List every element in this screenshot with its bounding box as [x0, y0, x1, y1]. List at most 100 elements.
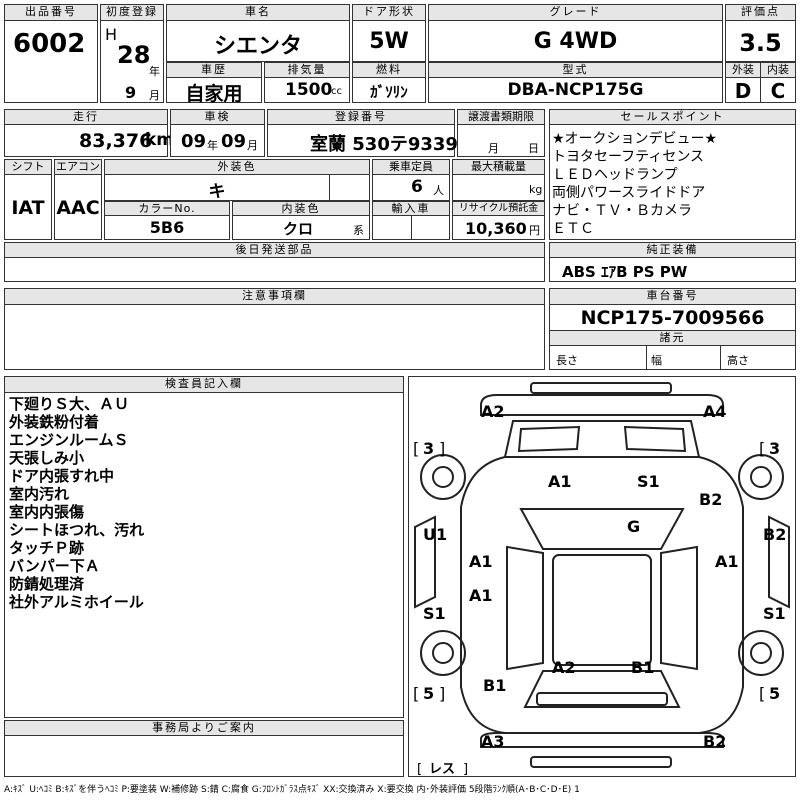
svg-text:[: [ [413, 684, 419, 703]
equipment-label: 純正装備 [549, 242, 796, 258]
length-box: 長さ [549, 345, 647, 370]
inspector-line: 社外アルミホイール [9, 593, 144, 611]
transfer-box: 月 日 [457, 124, 545, 157]
capacity-label: 乗車定員 [372, 159, 450, 175]
sales-point: ＬＥＤヘッドランプ [552, 167, 678, 183]
model: DBA-NCP175G [507, 80, 644, 100]
insp-month: 09 [221, 131, 247, 152]
fuel-box: ｶﾞｿﾘﾝ [352, 77, 426, 103]
rear-lamp-bar [536, 692, 668, 706]
right-front-door [768, 515, 790, 609]
insp-year-unit: 年 [207, 139, 218, 152]
lot-no-label: 出品番号 [4, 4, 98, 21]
history-box: 自家用 [166, 77, 262, 105]
inspector-line: シートほつれ、汚れ [9, 521, 145, 539]
front-bumper-bar [530, 382, 672, 394]
transfer-label: 譲渡書類期限 [457, 109, 545, 125]
sales-points-label: セールスポイント [549, 109, 796, 125]
right-headlight [623, 425, 687, 453]
front-left-wheel [420, 454, 466, 500]
mark-b2-r: B2 [699, 490, 722, 509]
sales-point: 両側パワースライドドア [552, 185, 706, 201]
inspector-line: 防錆処理済 [9, 575, 85, 593]
ext-color-extra [329, 174, 370, 201]
max-load-box: kg [452, 174, 545, 201]
car-diagram: A2 A4 3 3 A1 S1 B2 U1 G B2 A1 A1 A1 S1 S… [408, 376, 796, 777]
reg-year: 28 [117, 41, 151, 69]
rear-right-hub [750, 642, 772, 664]
ext-grade: D [734, 79, 752, 103]
sales-point: ナビ・ＴＶ・Ｂカメラ [552, 203, 692, 219]
mark-b2-rr: B2 [763, 525, 786, 544]
mark-u1-l: U1 [423, 525, 447, 544]
mark-a1-ld: A1 [469, 552, 493, 571]
mark-b2-br: B2 [703, 732, 726, 751]
displacement-box: 1500 cc [264, 77, 350, 103]
ac: AAC [56, 197, 100, 219]
fuel-label: 燃料 [352, 62, 426, 78]
history: 自家用 [185, 83, 243, 105]
mark-a1-hood: A1 [548, 472, 572, 491]
mark-b1-trunk: B1 [631, 658, 654, 677]
inspector-line: 天張しみ小 [9, 449, 85, 467]
insp-year: 09 [181, 131, 207, 152]
notes-box [4, 304, 545, 370]
transfer-day-unit: 日 [528, 142, 539, 155]
ext-color-label: 外装色 [104, 159, 370, 175]
rear-left-hub [432, 642, 454, 664]
left-headlight [517, 425, 581, 453]
first-reg-label: 初度登録 [100, 4, 164, 21]
capacity-box: 6 人 [372, 174, 450, 201]
sales-point: ★オークションデビュー★ [552, 131, 718, 147]
car-name-box: シエンタ [166, 20, 350, 62]
mark-3-l: 3 [423, 439, 434, 458]
displacement: 1500 [285, 80, 333, 100]
ac-box: AAC [54, 174, 102, 240]
lot-no-box: 6002 [4, 20, 98, 103]
inspection-label: 車検 [170, 109, 265, 125]
mark-s1-hood: S1 [637, 472, 660, 491]
max-load-unit: kg [529, 183, 543, 196]
width-label: 幅 [651, 354, 662, 367]
ext-label: 外装 [725, 62, 761, 78]
int-label: 内装 [760, 62, 796, 78]
svg-text:]: ] [463, 762, 468, 776]
mileage-unit: km [145, 130, 175, 150]
mark-3-r: 3 [769, 439, 780, 458]
history-label: 車歴 [166, 62, 262, 78]
svg-text:[: [ [759, 439, 765, 458]
recycle-label: リサイクル預託金 [452, 201, 545, 216]
mark-a3-bl: A3 [481, 732, 505, 751]
inspector-line: ドア内張すれ中 [9, 467, 115, 485]
shift: IAT [11, 197, 45, 219]
month-unit: 月 [149, 89, 160, 102]
color-no-box: 5B6 [104, 215, 230, 240]
front-right-hub [750, 466, 772, 488]
rear-bumper-bar [530, 756, 672, 768]
ext-box: D [725, 77, 761, 103]
svg-text:[: [ [413, 439, 419, 458]
hood-outline [503, 420, 701, 458]
width-box: 幅 [646, 345, 721, 370]
chassis-box: NCP175-7009566 [549, 304, 796, 331]
svg-text:[: [ [417, 762, 422, 776]
capacity: 6 [411, 177, 423, 197]
windshield [519, 508, 685, 550]
height-box: 高さ [720, 345, 796, 370]
score: 3.5 [739, 29, 782, 57]
rear-window [523, 670, 681, 708]
dims-label: 諸元 [549, 330, 796, 346]
sales-point: トヨタセーフティセンス [552, 149, 705, 165]
recycle-unit: 円 [529, 224, 540, 237]
score-box: 3.5 [725, 20, 796, 62]
length-label: 長さ [556, 354, 578, 367]
rear-left-wheel [420, 630, 466, 676]
inspection-box: 09 年 09 月 [170, 124, 265, 157]
grade-box: G 4WD [428, 20, 723, 62]
inspector-line: 下廻りＳ大、ＡＵ [9, 395, 130, 413]
era: H [105, 25, 118, 44]
lot-no: 6002 [13, 29, 86, 59]
front-bumper-outline [480, 394, 724, 416]
capacity-unit: 人 [433, 184, 444, 197]
chassis-label: 車台番号 [549, 288, 796, 305]
